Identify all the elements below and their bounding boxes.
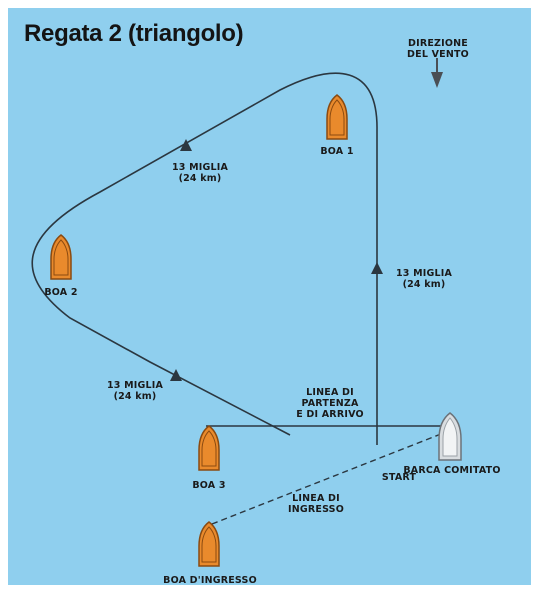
- start-finish-line-label: LINEA DI PARTENZA E DI ARRIVO: [296, 387, 364, 420]
- buoy-icon: [198, 425, 220, 471]
- wind-arrow-icon: [431, 58, 443, 88]
- committee-boat-label: BARCA COMITATO: [403, 465, 501, 476]
- entry-buoy-label: BOA D'INGRESSO: [163, 575, 257, 586]
- buoy-2-label: BOA 2: [44, 287, 78, 298]
- entry-line-label: LINEA DI INGRESSO: [287, 493, 345, 515]
- committee-boat-icon: [438, 412, 462, 461]
- start-label: START: [381, 472, 417, 483]
- bottom-leg-distance-label: 13 MIGLIA (24 km): [106, 380, 164, 402]
- triangle-arrow-icon: [180, 139, 192, 151]
- entry-line: [211, 431, 447, 525]
- page-title: Regata 2 (triangolo): [24, 20, 244, 47]
- triangle-arrow-icon: [170, 369, 182, 381]
- buoy-icon: [50, 234, 72, 280]
- water-background: [8, 8, 531, 585]
- top-leg-distance-label: 13 MIGLIA (24 km): [171, 162, 229, 184]
- wind-direction-label: DIREZIONE DEL VENTO: [407, 38, 469, 60]
- upwind-leg-distance-label: 13 MIGLIA (24 km): [395, 268, 453, 290]
- buoy-icon: [198, 521, 220, 567]
- buoy-icon: [326, 94, 348, 140]
- triangle-arrow-icon: [371, 262, 383, 274]
- buoy-3-label: BOA 3: [192, 480, 226, 491]
- buoy-1-label: BOA 1: [320, 146, 354, 157]
- course-line: [31, 72, 378, 445]
